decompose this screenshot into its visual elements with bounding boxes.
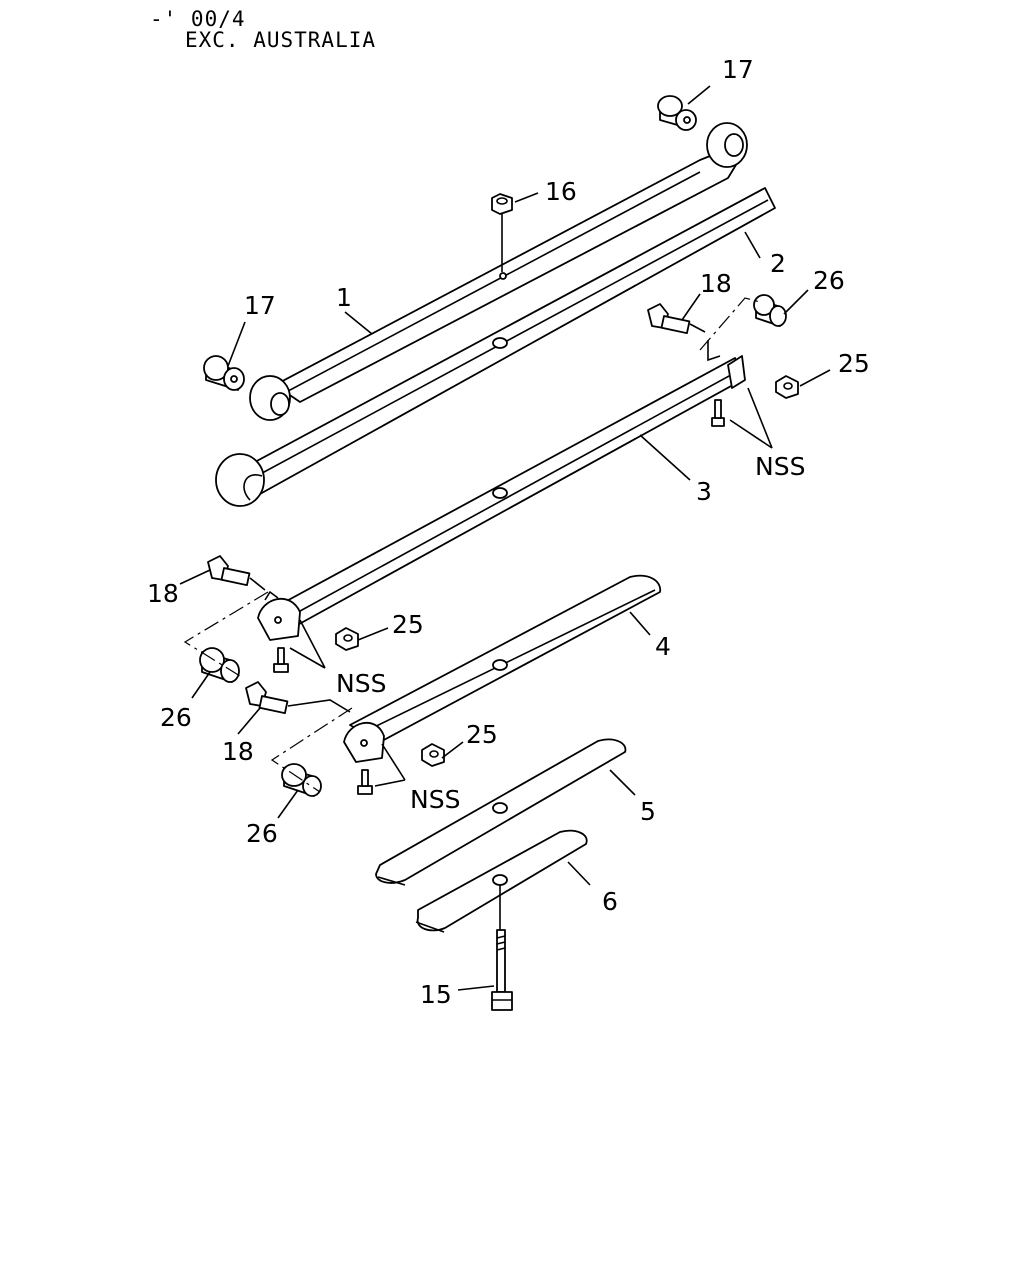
callout-18-top: 18 (700, 269, 732, 298)
leaf-1[interactable] (249, 122, 748, 421)
assembly-lines (183, 297, 761, 793)
clip-nut-25-mid[interactable] (335, 627, 359, 651)
callout-25-low: 25 (466, 720, 498, 749)
callout-26-low: 26 (246, 819, 278, 848)
clip-nut-25-low[interactable] (421, 743, 445, 767)
leaf-2[interactable] (215, 187, 776, 507)
callout-15: 15 (420, 980, 452, 1009)
callout-1: 1 (336, 283, 352, 312)
clip-bolt-18-mid[interactable] (207, 555, 266, 591)
spacer-26-top[interactable] (753, 294, 787, 327)
callout-16: 16 (545, 177, 577, 206)
bushing-17-top[interactable] (657, 95, 697, 131)
leaf-4[interactable] (343, 574, 662, 763)
callout-4: 4 (655, 632, 671, 661)
clip-bolt-18-top[interactable] (647, 303, 706, 335)
center-bolt-15[interactable] (491, 885, 513, 1011)
callout-18-low: 18 (222, 737, 254, 766)
spacer-26-low[interactable] (281, 763, 322, 797)
callout-6: 6 (602, 887, 618, 916)
callout-17-top: 17 (722, 55, 754, 84)
callout-nss-low: NSS (410, 785, 460, 814)
clip-bolt-18-low[interactable] (245, 681, 351, 715)
callout-26-top: 26 (813, 266, 845, 295)
callout-26-mid: 26 (160, 703, 192, 732)
clip-nut-25-top[interactable] (775, 375, 799, 399)
callout-25-top: 25 (838, 349, 870, 378)
center-nut-16[interactable] (491, 193, 513, 272)
callout-2: 2 (770, 249, 786, 278)
callout-nss-mid: NSS (336, 669, 386, 698)
callout-5: 5 (640, 797, 656, 826)
nss-rivet-low[interactable] (357, 769, 373, 795)
date-range-text: -' 00/4 (150, 7, 246, 31)
spacer-26-mid[interactable] (199, 647, 240, 683)
callout-3: 3 (696, 477, 712, 506)
callout-25-mid: 25 (392, 610, 424, 639)
leader-lines (179, 85, 831, 991)
leaf-5[interactable] (375, 738, 627, 886)
callout-17-left: 17 (244, 291, 276, 320)
nss-rivet-mid[interactable] (273, 647, 289, 673)
region-note-text: EXC. AUSTRALIA (185, 28, 377, 52)
leaf-3[interactable] (257, 355, 746, 641)
bushing-17-left[interactable] (203, 355, 245, 391)
callout-18-mid: 18 (147, 579, 179, 608)
nss-rivet-top[interactable] (711, 399, 725, 427)
callout-nss-top: NSS (755, 452, 805, 481)
